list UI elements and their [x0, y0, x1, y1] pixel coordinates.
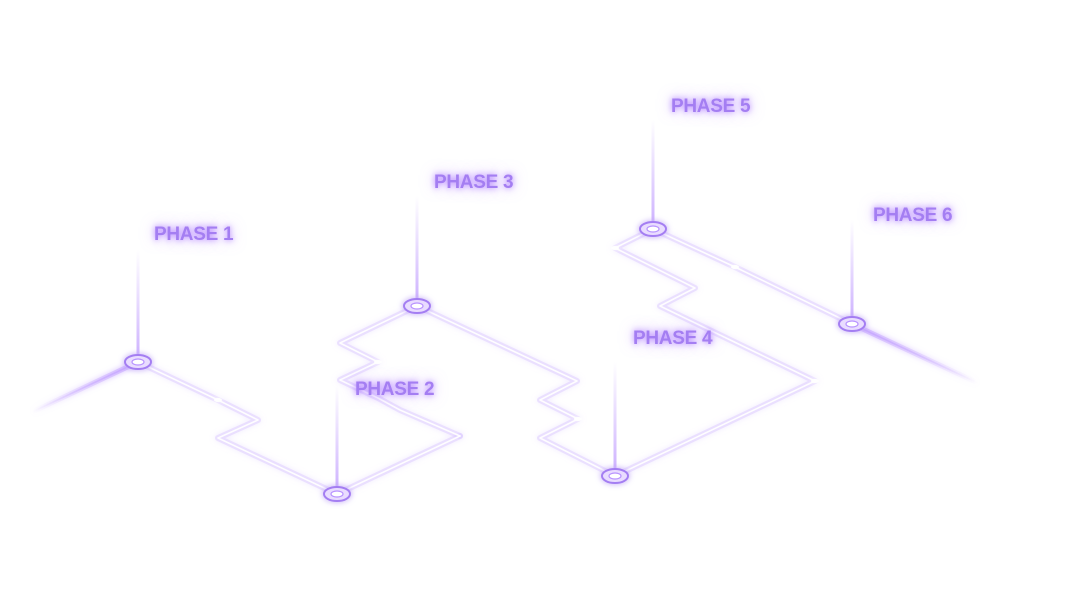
route-marker	[731, 265, 739, 269]
phase-5-node	[639, 221, 667, 237]
route-marker	[374, 360, 382, 364]
phase-4-stem	[613, 362, 617, 474]
route-markers	[214, 246, 819, 421]
route-marker	[574, 417, 582, 421]
phase-2-stem	[335, 385, 339, 493]
phase-5-label: PHASE 5	[671, 96, 751, 117]
phase-2-node	[323, 486, 351, 502]
phase-4-label: PHASE 4	[633, 328, 713, 349]
phase-3-stem	[415, 196, 419, 304]
phase-3-label: PHASE 3	[434, 172, 514, 193]
phase-4-node	[601, 468, 629, 484]
phase-nodes	[124, 221, 866, 502]
phase-1-node	[124, 354, 152, 370]
route-marker	[811, 379, 819, 383]
phase-2-label: PHASE 2	[355, 379, 435, 400]
phase-stems	[136, 120, 854, 493]
phase-6-node	[838, 316, 866, 332]
phase-6-label: PHASE 6	[873, 205, 953, 226]
phase-1-stem	[136, 250, 140, 360]
route-marker	[214, 398, 222, 402]
phase-3-node	[403, 298, 431, 314]
phase-5-stem	[651, 120, 655, 227]
phase-1-label: PHASE 1	[154, 224, 234, 245]
route-marker	[611, 246, 619, 250]
route-lines	[29, 226, 981, 497]
phase-6-stem	[850, 220, 854, 322]
